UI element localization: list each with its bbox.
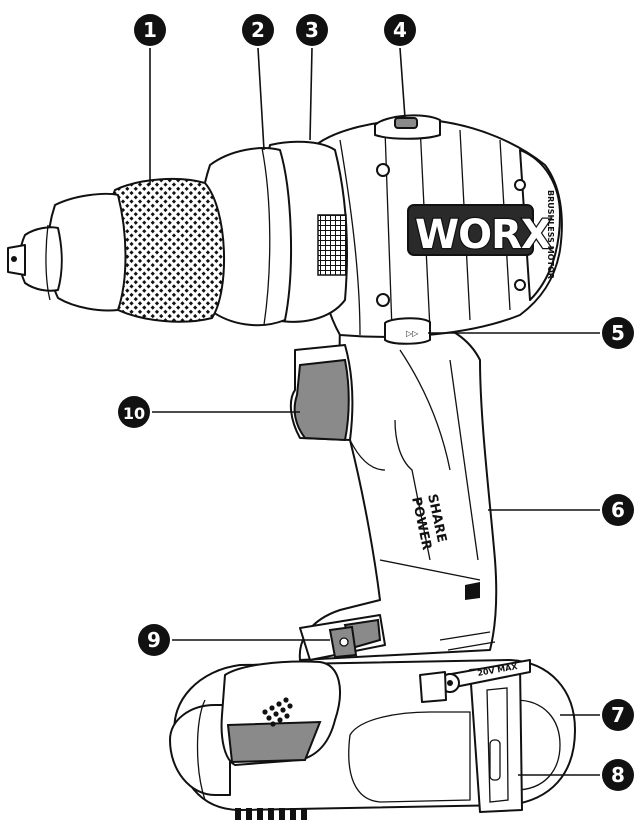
svg-text:8: 8 bbox=[611, 763, 625, 787]
callout-6: 6 bbox=[602, 494, 634, 526]
svg-text:4: 4 bbox=[393, 18, 407, 42]
direction-switch: ▷▷ bbox=[384, 317, 431, 345]
svg-text:2: 2 bbox=[251, 18, 265, 42]
motor-housing: WORX BRUSHLESS MOTOR bbox=[309, 118, 563, 338]
callout-4: 4 bbox=[384, 14, 416, 46]
callout-1: 1 bbox=[134, 14, 166, 46]
direction-glyph: ▷▷ bbox=[406, 329, 419, 338]
belt-clip: 20V MAX bbox=[419, 659, 531, 813]
leader-lines bbox=[149, 47, 600, 776]
svg-text:3: 3 bbox=[305, 18, 319, 42]
foot-rail-lines bbox=[439, 631, 496, 651]
callout-8: 8 bbox=[602, 759, 634, 791]
svg-text:1: 1 bbox=[143, 18, 157, 42]
motor-label: BRUSHLESS MOTOR bbox=[546, 190, 555, 279]
callout-2: 2 bbox=[242, 14, 274, 46]
callout-10: 10 bbox=[118, 396, 150, 428]
callout-3: 3 bbox=[296, 14, 328, 46]
battery-base-ridges bbox=[235, 808, 307, 820]
callout-5: 5 bbox=[602, 317, 634, 349]
callout-7: 7 bbox=[602, 699, 634, 731]
trigger bbox=[289, 344, 354, 442]
chuck bbox=[7, 177, 226, 323]
brand-logo: WORX bbox=[415, 212, 552, 258]
led-light bbox=[299, 614, 386, 661]
svg-text:10: 10 bbox=[123, 404, 145, 423]
svg-text:6: 6 bbox=[611, 498, 625, 522]
gear-selector bbox=[374, 114, 441, 140]
svg-text:5: 5 bbox=[611, 321, 625, 345]
svg-text:9: 9 bbox=[147, 628, 161, 652]
svg-text:7: 7 bbox=[611, 703, 625, 727]
callout-9: 9 bbox=[138, 624, 170, 656]
battery-gauge-icon bbox=[262, 697, 293, 727]
